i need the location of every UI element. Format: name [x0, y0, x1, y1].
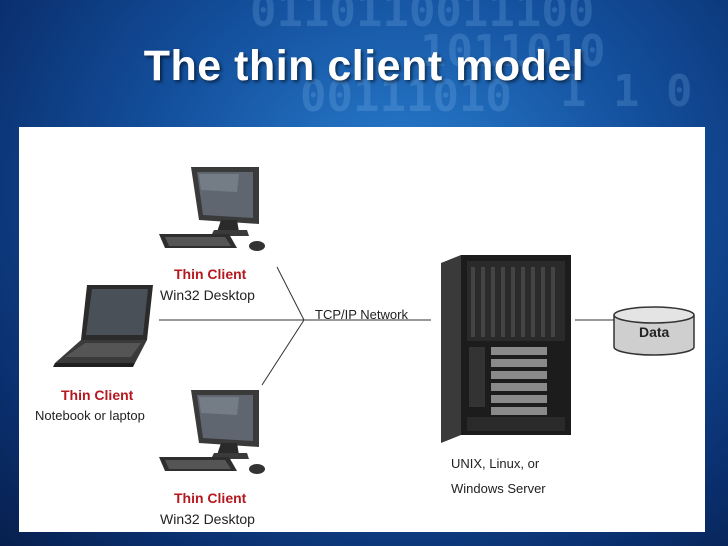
- client-role-label-1: Thin Client: [174, 266, 247, 282]
- diagram-panel: Thin Client Win32 Desktop Thin Client No…: [19, 127, 705, 532]
- diagram-canvas: [53, 167, 695, 474]
- client-description-label-2: Notebook or laptop: [35, 408, 145, 423]
- line-bottom-client: [261, 319, 305, 386]
- desktop-computer-icon: [159, 390, 265, 474]
- data-label: Data: [639, 324, 670, 340]
- slide-title: The thin client model: [143, 42, 585, 90]
- server-tower-icon: [441, 255, 571, 443]
- client-description-label-1: Win32 Desktop: [160, 287, 255, 303]
- network-label: TCP/IP Network: [315, 307, 408, 322]
- client-description-label-3: Win32 Desktop: [160, 511, 255, 527]
- laptop-icon: [53, 285, 153, 367]
- line-top-client: [276, 266, 305, 321]
- connection-lines: [159, 266, 614, 386]
- client-role-label-3: Thin Client: [174, 490, 247, 506]
- binary-background: 0110110011100 1011010 00111010 1 1 0: [250, 0, 693, 122]
- server-label-line1: UNIX, Linux, or: [451, 456, 540, 471]
- database-cylinder-icon: [613, 306, 695, 356]
- server-label-line2: Windows Server: [451, 481, 546, 496]
- client-role-label-2: Thin Client: [61, 387, 134, 403]
- desktop-computer-icon: [159, 167, 265, 251]
